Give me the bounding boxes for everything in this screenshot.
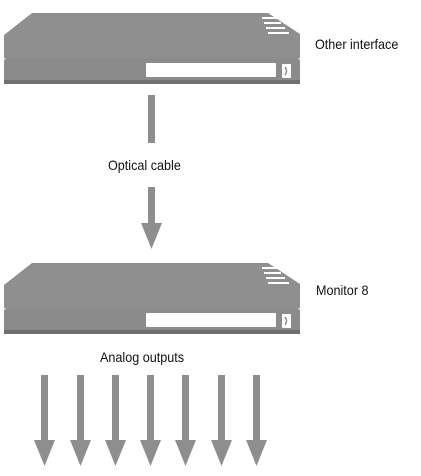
device-other-interface xyxy=(4,13,300,84)
device-slot xyxy=(146,63,276,77)
optical-cable-arrow xyxy=(141,187,162,249)
analog-output-arrow xyxy=(70,375,91,466)
analog-output-arrows xyxy=(34,375,267,466)
optical-cable-line-lower xyxy=(148,187,155,225)
device-button-mark xyxy=(284,316,288,326)
device-vent-lines xyxy=(262,267,289,284)
analog-output-arrow xyxy=(140,375,161,466)
analog-output-arrow xyxy=(175,375,196,466)
analog-output-arrow xyxy=(246,375,267,466)
optical-cable-arrowhead xyxy=(141,223,162,249)
device-front-shadow xyxy=(4,80,300,84)
device-top-lid xyxy=(4,263,300,308)
device-top-lid xyxy=(4,13,300,58)
device-vent-lines xyxy=(262,17,289,34)
analog-output-arrow xyxy=(105,375,126,466)
optical-cable-line-upper xyxy=(148,95,155,143)
device-front-shadow xyxy=(4,330,300,334)
device-slot xyxy=(146,313,276,327)
device-button-mark xyxy=(284,66,288,76)
device-monitor-8 xyxy=(4,263,300,334)
analog-output-arrow xyxy=(211,375,232,466)
device-label-other-interface: Other interface xyxy=(315,36,399,52)
analog-outputs-label: Analog outputs xyxy=(100,349,185,365)
analog-output-arrow xyxy=(34,375,55,466)
device-label-monitor-8: Monitor 8 xyxy=(316,282,369,298)
connection-label: Optical cable xyxy=(108,157,181,173)
